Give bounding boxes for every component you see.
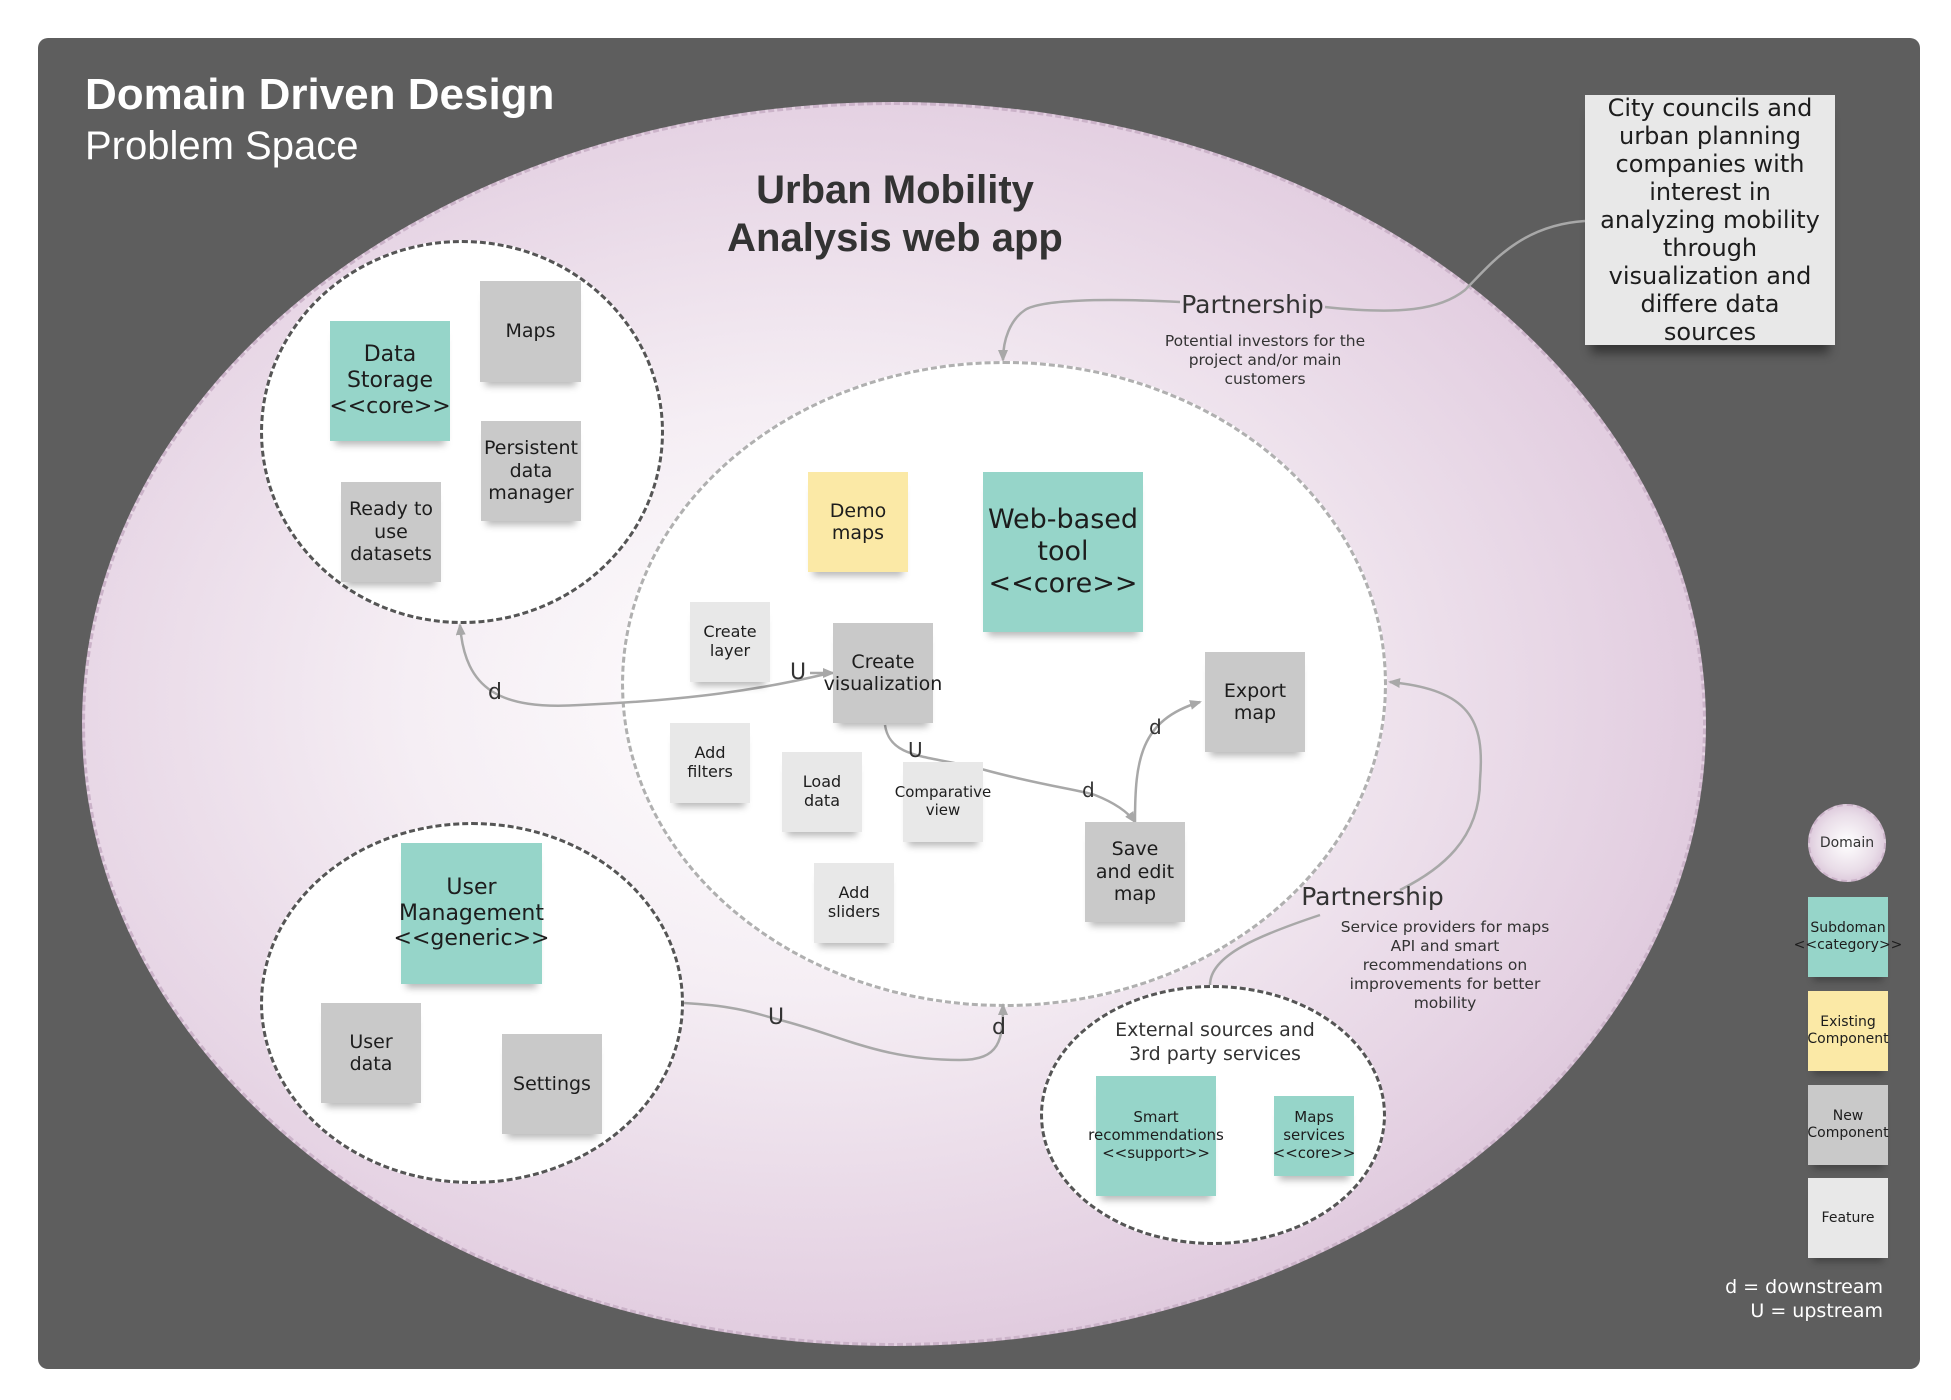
downstream-marker: d xyxy=(1149,715,1162,739)
ready-datasets-note: Ready to use datasets xyxy=(341,482,441,582)
stakeholder-note: City councils and urban planning compani… xyxy=(1585,94,1835,346)
data-storage-subdomain-note: Data Storage <<core>> xyxy=(329,321,451,441)
create-visualization-note: Create visualization xyxy=(824,623,942,723)
add-filters-note: Add filters xyxy=(670,723,750,803)
partnership-top-label: Partnership xyxy=(1181,290,1324,319)
save-to-export-connector xyxy=(1133,700,1202,823)
legend-domain: Domain xyxy=(1808,804,1886,882)
web-tool-subdomain-note: Web-based tool <<core>> xyxy=(983,472,1143,632)
data-storage-circle xyxy=(260,240,664,624)
legend-relationship-key: d = downstream U = upstream xyxy=(1725,1276,1883,1322)
create-layer-note: Create layer xyxy=(690,602,770,682)
partnership-bottom-label: Partnership xyxy=(1301,882,1444,911)
partnership-bottom-description: Service providers for maps API and smart… xyxy=(1340,918,1550,1012)
load-data-note: Load data xyxy=(782,752,862,832)
usermgmt-to-webtool-connector xyxy=(683,1001,1008,1062)
user-management-subdomain-note: User Management <<generic>> xyxy=(394,843,549,984)
upstream-marker: U xyxy=(790,660,807,685)
comparative-view-note: Comparative view xyxy=(895,762,991,842)
app-title: Urban Mobility Analysis web app xyxy=(727,168,1063,260)
demo-maps-note: Demo maps xyxy=(808,472,908,572)
legend-new-component: New Component xyxy=(1807,1085,1889,1165)
maps-services-note: Maps services <<core>> xyxy=(1273,1096,1355,1176)
partnership-bottom-connector xyxy=(1208,682,1483,986)
upstream-marker: U xyxy=(908,738,923,762)
smart-recommendations-note: Smart recommendations <<support>> xyxy=(1088,1076,1224,1196)
page-subtitle: Problem Space xyxy=(85,124,359,168)
export-map-note: Export map xyxy=(1205,652,1305,752)
user-data-note: User data xyxy=(321,1003,421,1103)
maps-note: Maps xyxy=(480,281,581,382)
external-services-title: External sources and 3rd party services xyxy=(1115,1019,1315,1065)
visualization-to-save-connector xyxy=(883,724,1137,824)
datastorage-to-visualization-connector xyxy=(455,623,831,707)
legend-existing-component: Existing Component xyxy=(1807,991,1889,1071)
settings-note: Settings xyxy=(502,1034,602,1134)
legend-subdomain: Subdoman <<category>> xyxy=(1794,897,1902,977)
page-title: Domain Driven Design xyxy=(85,70,555,119)
downstream-marker: d xyxy=(992,1015,1006,1040)
partnership-top-description: Potential investors for the project and/… xyxy=(1164,332,1366,388)
legend-domain-label: Domain xyxy=(1819,835,1875,851)
downstream-marker: d xyxy=(1082,778,1095,802)
add-sliders-note: Add sliders xyxy=(814,863,894,943)
save-edit-map-note: Save and edit map xyxy=(1085,822,1185,922)
persistent-data-manager-note: Persistent data manager xyxy=(481,421,581,521)
upstream-marker: U xyxy=(768,1005,785,1030)
downstream-marker: d xyxy=(488,680,502,705)
legend-feature: Feature xyxy=(1808,1178,1888,1258)
partnership-top-connector xyxy=(1003,219,1586,360)
